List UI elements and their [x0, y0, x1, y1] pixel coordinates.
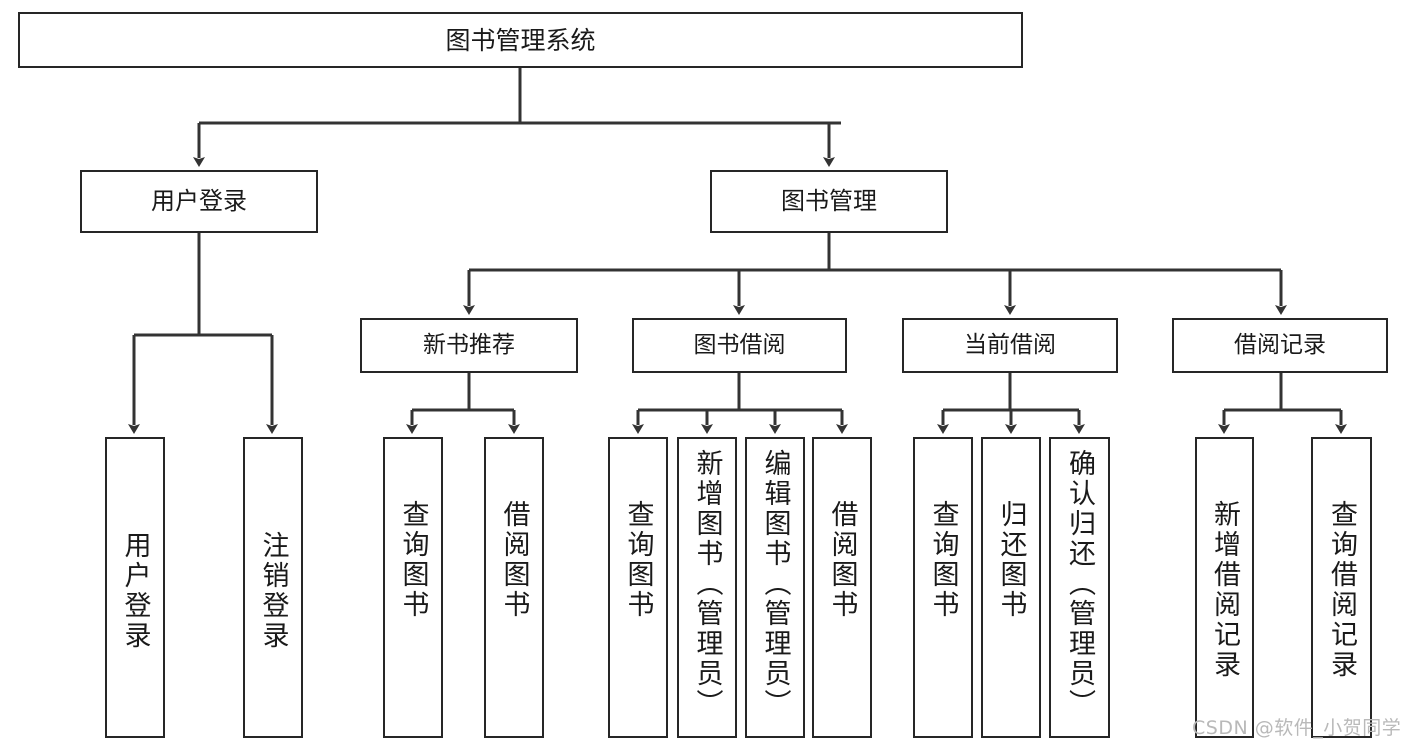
- node-user-login[interactable]: 用户登录: [80, 170, 318, 233]
- node-label: 编辑图书（管理员）: [759, 449, 791, 719]
- node-leaf-bookborrow-borrow-book[interactable]: 借阅图书: [812, 437, 872, 738]
- node-current-borrow[interactable]: 当前借阅: [902, 318, 1118, 373]
- node-label: 确认归还（管理员）: [1064, 449, 1095, 719]
- node-label: 新增图书（管理员）: [691, 449, 723, 719]
- node-label: 图书管理: [781, 186, 877, 215]
- node-new-book-recommend[interactable]: 新书推荐: [360, 318, 578, 373]
- node-label: 查询图书: [622, 500, 654, 620]
- node-leaf-bookborrow-add-book-admin[interactable]: 新增图书（管理员）: [677, 437, 737, 738]
- node-leaf-user-login-login[interactable]: 用户登录: [105, 437, 165, 738]
- node-label: 用户登录: [119, 531, 151, 651]
- node-leaf-newbook-query-book[interactable]: 查询图书: [383, 437, 443, 738]
- node-label: 归还图书: [995, 500, 1027, 620]
- node-borrow-record[interactable]: 借阅记录: [1172, 318, 1388, 373]
- node-root-book-management-system[interactable]: 图书管理系统: [18, 12, 1023, 68]
- node-label: 查询图书: [927, 500, 959, 620]
- node-label: 当前借阅: [964, 332, 1056, 359]
- node-leaf-newbook-borrow-book[interactable]: 借阅图书: [484, 437, 544, 738]
- node-leaf-borrowrecord-query-record[interactable]: 查询借阅记录: [1311, 437, 1372, 738]
- node-label: 图书借阅: [693, 332, 786, 359]
- node-leaf-user-login-logout[interactable]: 注销登录: [243, 437, 303, 738]
- node-label: 借阅记录: [1234, 332, 1326, 359]
- node-leaf-bookborrow-query-book[interactable]: 查询图书: [608, 437, 668, 738]
- node-leaf-bookborrow-edit-book-admin[interactable]: 编辑图书（管理员）: [745, 437, 805, 738]
- node-book-borrow[interactable]: 图书借阅: [632, 318, 847, 373]
- node-leaf-currentborrow-return-book[interactable]: 归还图书: [981, 437, 1041, 738]
- node-leaf-borrowrecord-add-record[interactable]: 新增借阅记录: [1195, 437, 1254, 738]
- node-label: 借阅图书: [498, 500, 530, 620]
- node-book-management[interactable]: 图书管理: [710, 170, 948, 233]
- node-label: 用户登录: [151, 186, 247, 215]
- node-label: 新书推荐: [423, 332, 515, 359]
- node-label: 新增借阅记录: [1209, 500, 1240, 680]
- node-label: 图书管理系统: [445, 25, 596, 55]
- node-label: 注销登录: [257, 531, 289, 651]
- node-leaf-currentborrow-query-book[interactable]: 查询图书: [913, 437, 973, 738]
- node-leaf-currentborrow-confirm-return-admin[interactable]: 确认归还（管理员）: [1049, 437, 1110, 738]
- node-label: 借阅图书: [826, 500, 858, 620]
- node-label: 查询图书: [397, 500, 429, 620]
- node-label: 查询借阅记录: [1326, 500, 1357, 680]
